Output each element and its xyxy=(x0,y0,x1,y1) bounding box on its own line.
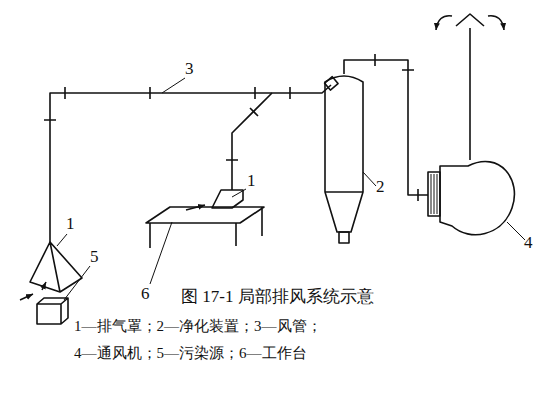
exhaust-hood xyxy=(30,242,82,292)
pollution-source xyxy=(37,298,68,324)
leader-line xyxy=(150,222,172,284)
leader-line xyxy=(507,222,525,240)
callout-number: 2 xyxy=(376,178,385,197)
fan-inlet xyxy=(428,172,440,216)
leader-line xyxy=(162,78,185,93)
suction-arrow xyxy=(42,282,46,290)
callout-number: 5 xyxy=(90,248,99,267)
callout-number: 1 xyxy=(66,215,75,234)
exhaust-stack xyxy=(469,28,471,160)
callout-number: 6 xyxy=(141,285,150,304)
leader-line xyxy=(64,266,90,300)
fan-volute xyxy=(440,162,514,235)
fan-grille xyxy=(431,174,437,214)
discharge-arrow xyxy=(488,16,504,30)
legend-key-line: 1—排气罩；2—净化装置；3—风管； xyxy=(74,318,322,335)
discharge-arrow xyxy=(436,16,452,30)
leader-line xyxy=(363,172,376,186)
callout-number: 1 xyxy=(247,172,256,191)
suction-arrow xyxy=(186,205,205,210)
leader-line xyxy=(57,234,67,246)
cyclone-outlet xyxy=(339,232,349,243)
workbench-leg xyxy=(150,209,262,248)
callout-number: 3 xyxy=(185,60,194,79)
suction-arrow xyxy=(20,294,33,300)
outlet-duct xyxy=(344,60,428,195)
cyclone-separator xyxy=(325,76,363,232)
figure-caption: 图 17-1 局部排风系统示意 xyxy=(181,288,374,307)
exhaust-hood xyxy=(212,190,243,208)
workbench xyxy=(146,207,264,223)
duct-flange xyxy=(375,54,418,201)
duct-flange xyxy=(44,87,290,160)
stack-cap xyxy=(456,14,484,26)
callout-number: 4 xyxy=(524,234,533,253)
legend-key-line: 4—通风机；5—污染源；6—工作台 xyxy=(74,345,307,362)
air-duct xyxy=(50,85,331,242)
leader-line xyxy=(232,189,246,197)
branch-duct xyxy=(232,93,272,190)
cyclone-seam xyxy=(325,191,363,193)
